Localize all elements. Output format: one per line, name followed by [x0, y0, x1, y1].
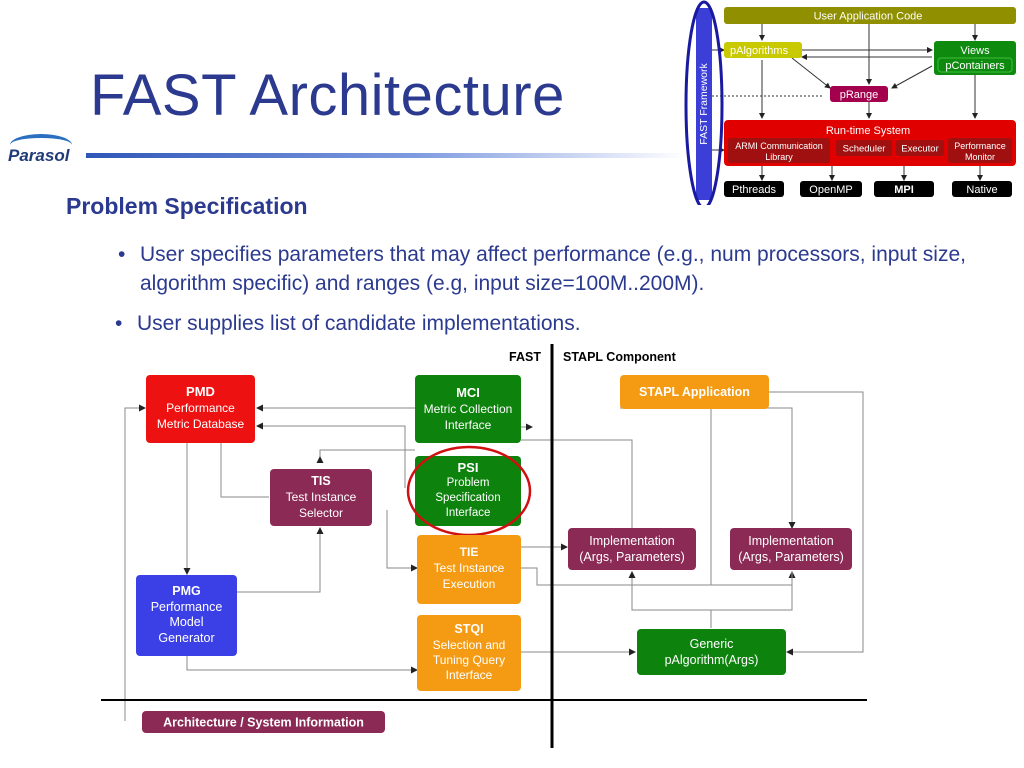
implementation-1-line1: Implementation [589, 534, 675, 548]
tis-line1: Test Instance [286, 490, 357, 504]
slide-title: FAST Architecture [90, 63, 565, 128]
implementation-box-2 [730, 528, 852, 570]
bullet-item: • User specifies parameters that may aff… [118, 240, 970, 298]
perfmon-label-line1: Performance [954, 141, 1006, 151]
stqi-box [417, 615, 521, 691]
pthreads-box [724, 181, 784, 197]
prange-box [830, 86, 888, 102]
stqi-line2: Tuning Query [433, 653, 505, 667]
mci-line2: Interface [445, 418, 492, 432]
generic-line2: pAlgorithm(Args) [665, 653, 759, 667]
stqi-line3: Interface [446, 668, 493, 682]
title-rule [86, 153, 686, 158]
bullet-text: User specifies parameters that may affec… [140, 243, 966, 295]
diagram-svg: FAST STAPL Component PMD Performance Met… [101, 344, 867, 748]
armi-label-line2: Library [765, 152, 793, 162]
scheduler-label: Scheduler [843, 144, 886, 155]
stapl-application-label: STAPL Application [639, 385, 750, 399]
perfmon-label-line2: Monitor [965, 152, 995, 162]
section-heading: Problem Specification [66, 193, 308, 219]
mci-box [415, 375, 521, 443]
tis-box [270, 469, 372, 526]
implementation-2-line1: Implementation [748, 534, 834, 548]
pmd-line1: Performance [166, 401, 235, 415]
fast-label: FAST [509, 350, 541, 364]
architecture-figure: User Application Code pAlgorithms Views … [682, 0, 1024, 210]
logo-text: Parasol [8, 146, 70, 165]
armi-label-line1: ARMI Communication [735, 141, 823, 151]
psi-line2: Specification [435, 492, 500, 504]
executor-label: Executor [901, 144, 939, 155]
openmp-box [800, 181, 862, 197]
bullet-item: • User supplies list of candidate implem… [115, 309, 967, 338]
tie-line2: Execution [443, 577, 496, 591]
openmp-label: OpenMP [809, 184, 852, 196]
bullet-text: User supplies list of candidate implemen… [137, 312, 581, 335]
tie-box [417, 535, 521, 604]
generic-palgorithm-box [637, 629, 786, 675]
parasol-logo: Parasol [6, 134, 78, 174]
perfmon-box [948, 138, 1012, 163]
psi-title: PSI [458, 460, 479, 475]
pmg-line2: Model [169, 615, 203, 629]
pmg-line3: Generator [158, 631, 214, 645]
stqi-line1: Selection and [433, 638, 506, 652]
diagram-connectors [124, 391, 864, 721]
implementation-1-line2: (Args, Parameters) [579, 550, 685, 564]
fast-framework-label: FAST Framework [698, 63, 710, 145]
pthreads-label: Pthreads [732, 184, 777, 196]
pmd-line2: Metric Database [157, 417, 245, 431]
fast-stapl-diagram: FAST STAPL Component PMD Performance Met… [97, 340, 891, 752]
tie-title: TIE [460, 545, 479, 559]
stapl-application-box [620, 375, 769, 409]
generic-line1: Generic [690, 637, 734, 651]
fast-framework-bar [696, 8, 712, 200]
tis-line2: Selector [299, 506, 343, 520]
psi-line1: Problem [447, 477, 490, 489]
arch-system-info-box [142, 711, 385, 733]
prange-label: pRange [840, 89, 879, 101]
bullet-dot-icon: • [118, 243, 126, 266]
mci-title: MCI [456, 385, 480, 400]
pmg-line1: Performance [151, 600, 223, 614]
runtime-system-label: Run-time System [826, 125, 910, 137]
executor-box [896, 140, 944, 156]
user-app-code-box [724, 7, 1016, 24]
mpi-label: MPI [894, 184, 914, 196]
stapl-component-label: STAPL Component [563, 350, 677, 364]
native-label: Native [966, 184, 997, 196]
pcontainers-label: pContainers [945, 60, 1005, 72]
pcontainers-inner-box [937, 57, 1013, 73]
arch-connectors [712, 24, 983, 181]
bullet-dot-icon: • [115, 312, 123, 335]
pmd-box [146, 375, 255, 443]
psi-line3: Interface [446, 507, 491, 519]
native-box [952, 181, 1012, 197]
views-label: Views [960, 45, 990, 57]
pmg-box [136, 575, 237, 656]
psi-box [415, 456, 521, 526]
mpi-box [874, 181, 934, 197]
armi-box [728, 138, 830, 163]
logo-swoosh-icon [10, 134, 72, 156]
implementation-box-1 [568, 528, 696, 570]
tis-title: TIS [311, 474, 330, 488]
arch-system-info-label: Architecture / System Information [163, 716, 364, 730]
mci-line1: Metric Collection [424, 402, 513, 416]
pmd-title: PMD [186, 384, 215, 399]
tie-line1: Test Instance [434, 561, 505, 575]
palgorithms-label: pAlgorithms [730, 45, 789, 57]
architecture-svg: User Application Code pAlgorithms Views … [684, 0, 1016, 210]
palgorithms-box [724, 42, 802, 58]
stqi-title: STQI [454, 622, 483, 636]
user-app-code-label: User Application Code [814, 11, 923, 23]
pmg-title: PMG [172, 584, 200, 598]
scheduler-box [836, 140, 892, 156]
implementation-2-line2: (Args, Parameters) [738, 550, 844, 564]
